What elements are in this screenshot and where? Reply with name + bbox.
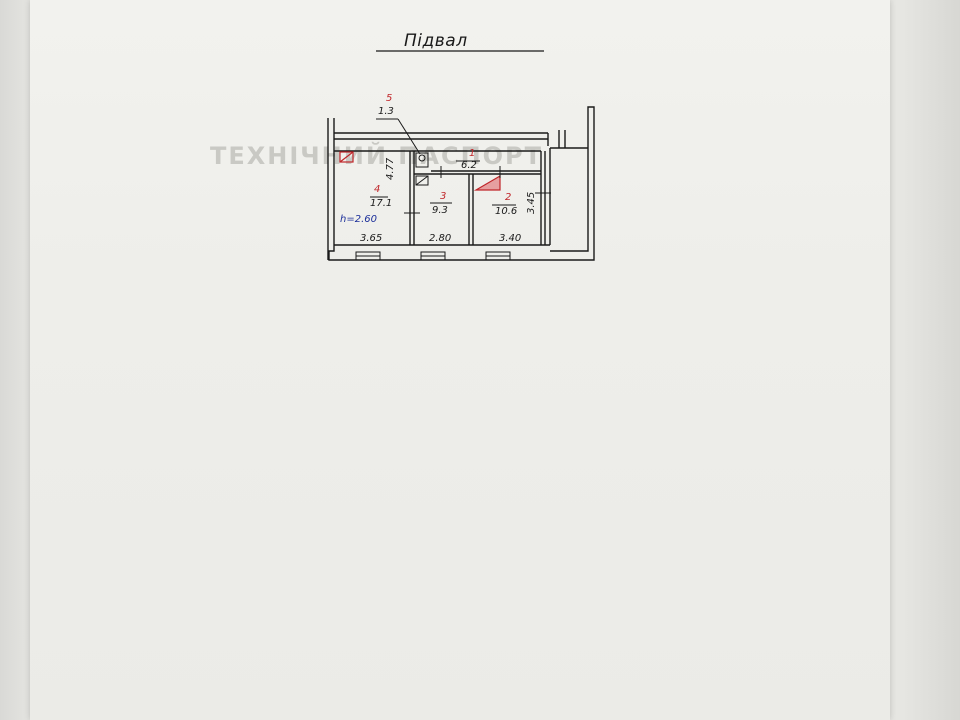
room2-area: 10.6	[495, 206, 518, 217]
stair-markers	[339, 151, 501, 191]
dimension-width-3: 3.40	[499, 233, 522, 244]
show-through-heading: ТЕХНІЧНИЙ ПАСПОРТ	[210, 142, 544, 170]
dimension-width-1: 3.65	[360, 233, 383, 244]
page-title: Підвал	[404, 31, 468, 51]
room3-area: 9.3	[432, 205, 448, 216]
room1-area: 6.2	[461, 160, 477, 171]
dimension-ticks	[404, 166, 551, 214]
partitions	[334, 150, 550, 246]
room5-area: 1.3	[378, 106, 394, 117]
room2-number: 2	[505, 192, 512, 203]
dimension-height-right: 3.45	[526, 191, 537, 214]
document-sheet	[30, 0, 890, 720]
wc-fixture	[415, 152, 429, 168]
room1-number: 1	[469, 148, 476, 159]
outer-walls	[327, 106, 595, 261]
room5-number: 5	[386, 93, 393, 104]
room5-leader	[397, 118, 421, 155]
dimension-height-left: 4.77	[385, 157, 396, 180]
room4-area: 17.1	[370, 198, 393, 209]
dimension-width-2: 2.80	[429, 233, 452, 244]
room3-number: 3	[440, 191, 447, 202]
room4-number: 4	[374, 184, 381, 195]
windows	[355, 251, 511, 261]
ceiling-height: h=2.60	[340, 214, 377, 225]
